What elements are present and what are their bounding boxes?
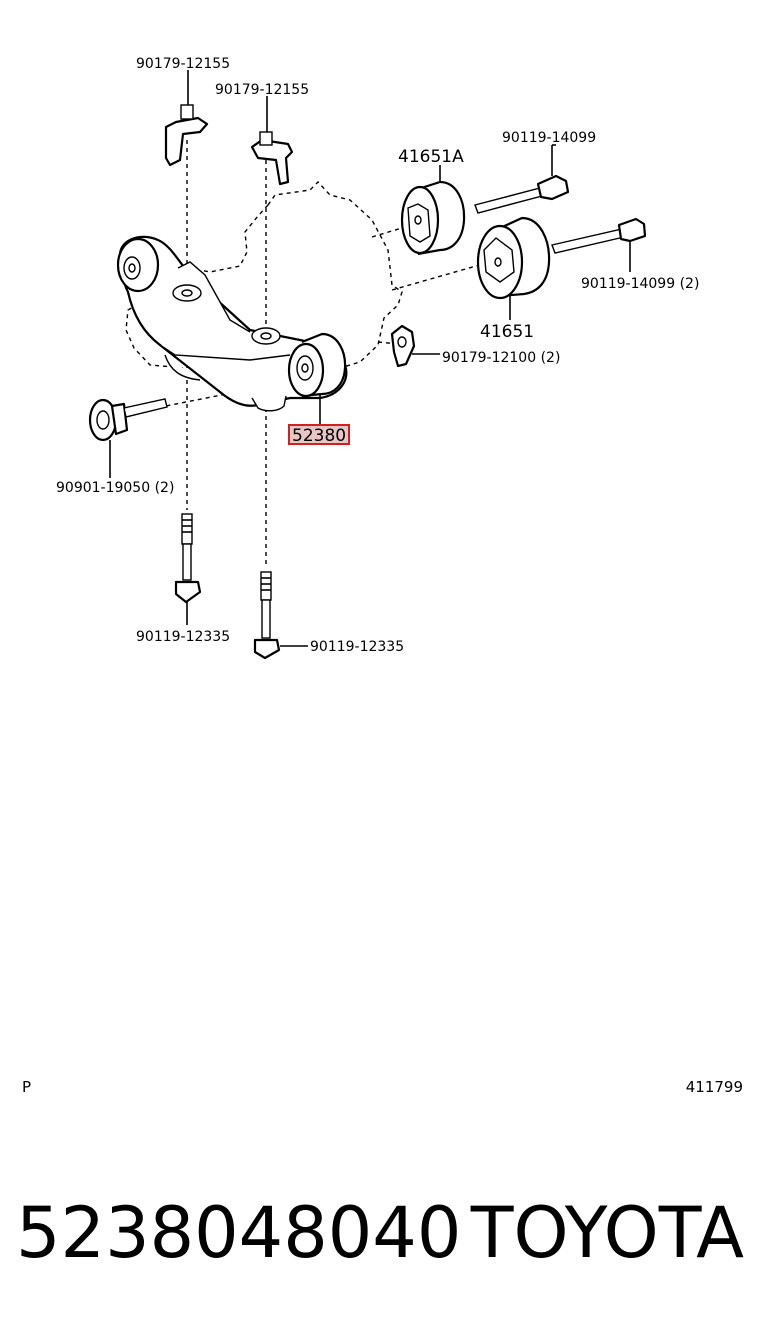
part-number: 5238048040 xyxy=(16,1192,462,1274)
label-washer-bolt: 90901-19050 (2) xyxy=(56,480,174,496)
label-stud-left: 90119-12335 xyxy=(136,629,230,645)
diagram-id: 411799 xyxy=(685,1078,743,1096)
mount-bolt-mid xyxy=(551,217,647,272)
bracket-bolt-right xyxy=(250,96,294,186)
label-member-cushion: 52380 xyxy=(292,426,346,446)
member-cushion-52380 xyxy=(287,332,350,445)
label-stud-right: 90119-12335 xyxy=(310,639,404,655)
nut-right xyxy=(390,324,440,368)
mount-bolt-top xyxy=(474,144,570,214)
label-mount-bolt-mid: 90119-14099 (2) xyxy=(581,276,699,292)
label-cushion-41651: 41651 xyxy=(480,322,534,342)
label-bracket-bolt-left: 90179-12155 xyxy=(136,56,230,72)
label-bracket-bolt-right: 90179-12155 xyxy=(215,82,309,98)
washer-bolt xyxy=(88,398,168,478)
bracket-bolt-left xyxy=(164,70,209,167)
parts-diagram: 90179-12155 90179-12155 90119-14099 4165… xyxy=(56,56,699,660)
page-code: P xyxy=(22,1078,32,1096)
stud-bolt-right xyxy=(253,571,308,660)
label-nut-right: 90179-12100 (2) xyxy=(442,350,560,366)
cushion-41651 xyxy=(476,216,551,320)
cushion-41651A xyxy=(400,165,466,256)
label-mount-bolt-top: 90119-14099 xyxy=(502,130,596,146)
label-cushion-41651A: 41651A xyxy=(398,147,464,167)
brand-name: TOYOTA xyxy=(470,1192,744,1274)
stud-bolt-left xyxy=(174,513,202,625)
